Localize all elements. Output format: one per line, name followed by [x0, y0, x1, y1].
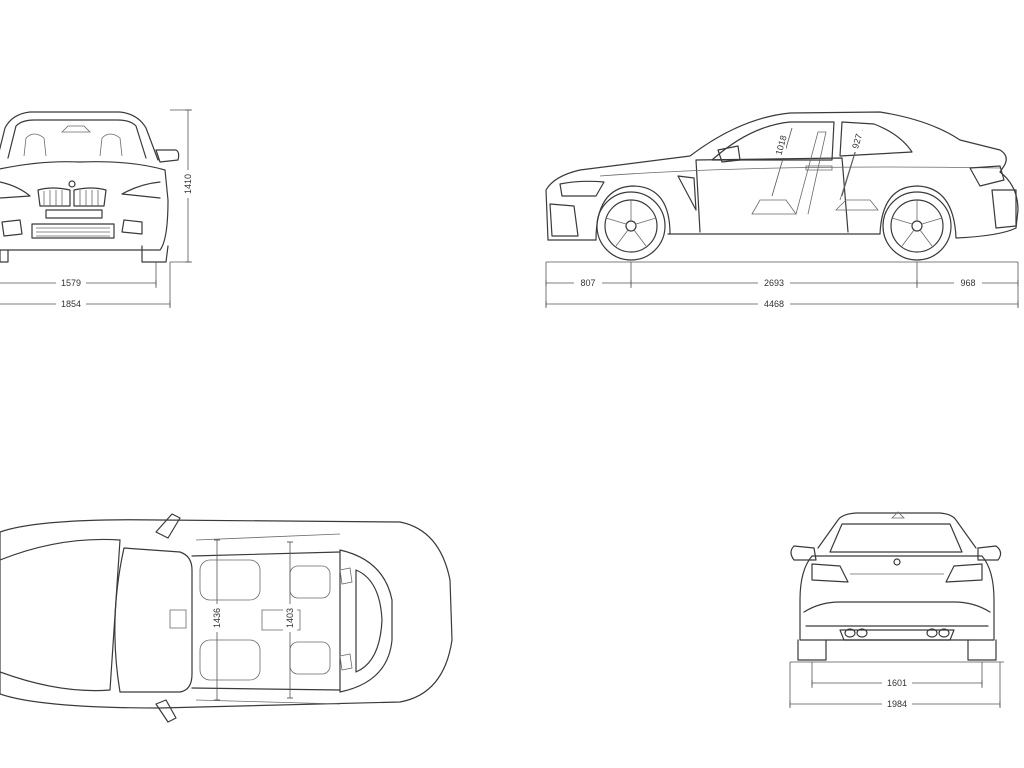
overall-length-label: 4468 — [764, 299, 784, 309]
rear-view: 1601 1984 — [789, 511, 1004, 710]
rear-track-label: 1601 — [887, 678, 907, 688]
rear-headroom-label: 927 — [850, 133, 864, 150]
front-height-label: 1410 — [183, 174, 193, 194]
front-width-label: 1854 — [61, 299, 81, 309]
front-track-label: 1579 — [61, 278, 81, 288]
wheelbase-label: 2693 — [764, 278, 784, 288]
front-view: 1410 1579 1854 — [0, 109, 194, 310]
front-overhang-label: 807 — [580, 278, 595, 288]
front-shoulder-width-label: 1436 — [212, 608, 222, 628]
rear-width-label: 1984 — [887, 699, 907, 709]
rear-shoulder-width-label: 1403 — [285, 608, 295, 628]
rear-overhang-label: 968 — [960, 278, 975, 288]
top-view: 1436 1403 — [0, 513, 453, 723]
side-view: 1018 927 807 2693 968 4468 — [545, 111, 1019, 310]
